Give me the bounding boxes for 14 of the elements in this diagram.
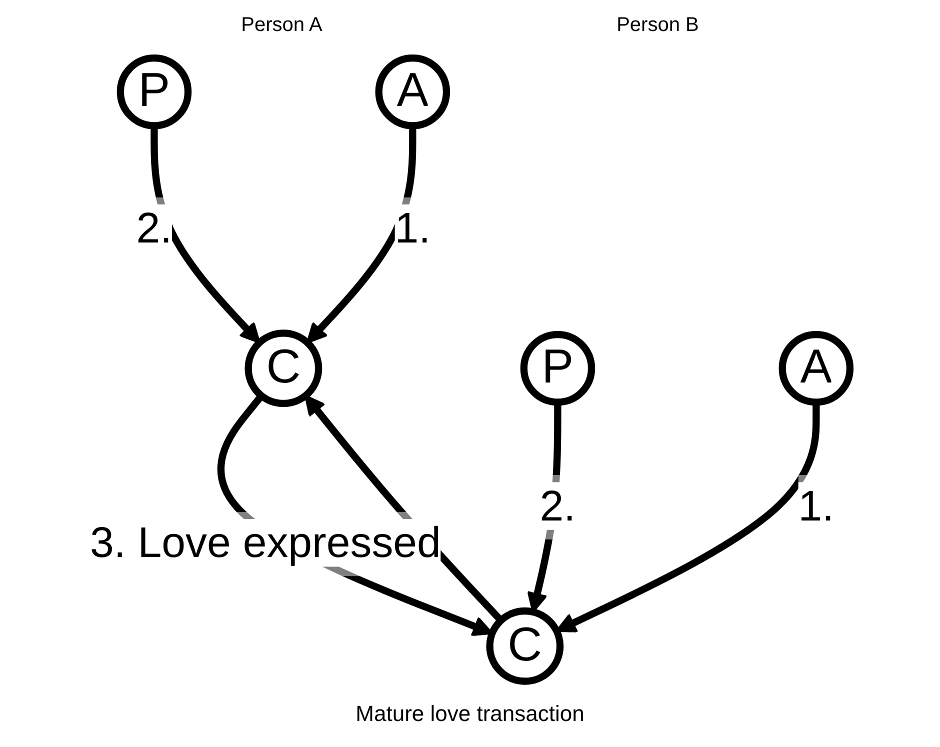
edge-label: 2. bbox=[540, 482, 576, 530]
node-circle: A bbox=[375, 54, 450, 130]
node-circle: C bbox=[244, 330, 322, 408]
caption: Mature love transaction bbox=[356, 701, 584, 727]
edge-label: 2. bbox=[136, 204, 172, 252]
node-circle: P bbox=[520, 330, 596, 406]
column-heading: Person B bbox=[616, 14, 699, 37]
edge-label: 1. bbox=[394, 204, 431, 252]
node-circle: C bbox=[486, 607, 564, 685]
edge-label: 1. bbox=[798, 482, 834, 530]
edge-label: 3. Love expressed bbox=[90, 519, 441, 567]
node-circle: P bbox=[116, 54, 192, 130]
column-heading: Person A bbox=[241, 14, 322, 37]
node-circle: A bbox=[778, 330, 854, 406]
